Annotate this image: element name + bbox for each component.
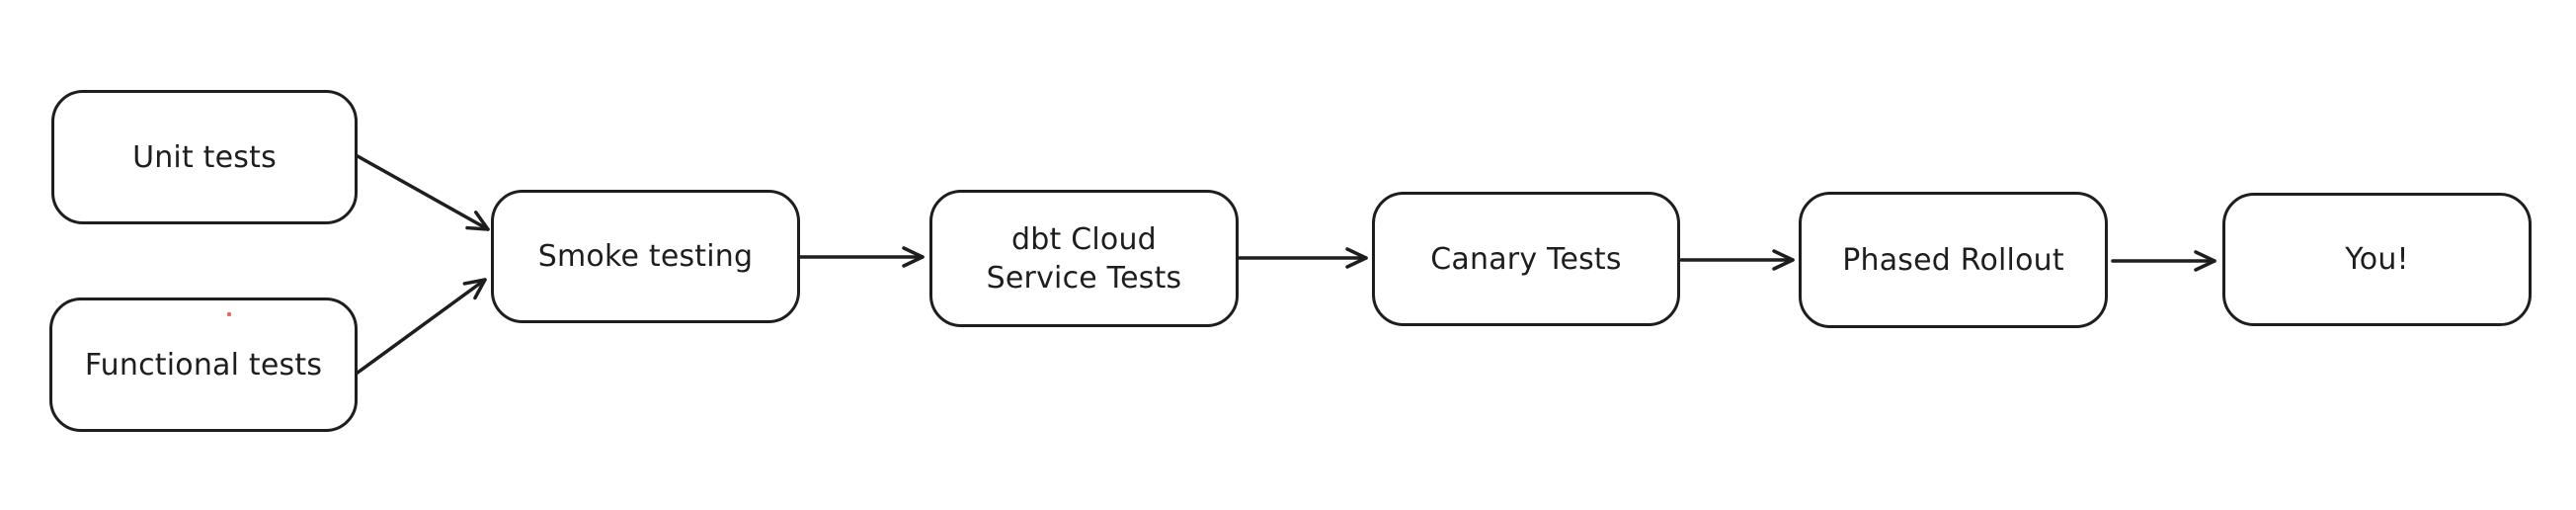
node-you-label: You!	[2345, 242, 2409, 277]
node-unit-tests: Unit tests	[51, 90, 358, 224]
node-unit-tests-label: Unit tests	[132, 139, 277, 175]
arrow-unit-tests-to-smoke-testing	[356, 154, 490, 231]
node-smoke-testing-label: Smoke testing	[537, 239, 754, 274]
node-phased-rollout-label: Phased Rollout	[1842, 242, 2064, 278]
red-dot-artifact	[227, 312, 231, 316]
node-dbt-cloud-service-tests-label: dbt Cloud Service Tests	[986, 221, 1182, 296]
node-you: You!	[2222, 193, 2532, 326]
node-phased-rollout: Phased Rollout	[1799, 192, 2108, 328]
arrow-functional-tests-to-smoke-testing	[356, 278, 487, 375]
node-canary-tests-label: Canary Tests	[1430, 241, 1622, 277]
node-dbt-cloud-service-tests: dbt Cloud Service Tests	[929, 190, 1239, 327]
node-canary-tests: Canary Tests	[1372, 192, 1680, 326]
node-functional-tests-label: Functional tests	[84, 347, 323, 382]
node-functional-tests: Functional tests	[49, 298, 358, 432]
node-smoke-testing: Smoke testing	[491, 190, 800, 323]
